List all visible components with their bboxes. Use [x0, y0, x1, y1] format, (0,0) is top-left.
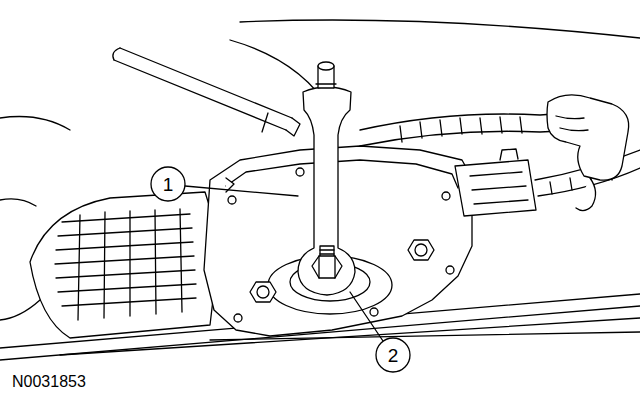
mounting-bolt [408, 240, 434, 260]
figure-number: N0031853 [12, 374, 86, 390]
callout-number: 2 [388, 346, 399, 365]
range-sensor-housing [228, 196, 236, 204]
range-sensor-housing [446, 266, 454, 274]
transmission-case [78, 209, 182, 320]
wiring-harness [400, 117, 522, 142]
transmission-case [55, 214, 196, 306]
background-lines [240, 20, 640, 38]
leader-line [185, 186, 383, 341]
nut [319, 256, 335, 278]
nut [312, 246, 342, 278]
wiring-harness [360, 130, 580, 146]
hand [576, 178, 596, 211]
alignment-tool [318, 62, 334, 70]
shift-cable [286, 118, 300, 136]
hand [547, 95, 629, 211]
shift-cable [262, 113, 268, 132]
callout-circle [376, 338, 410, 372]
range-sensor-housing [296, 168, 304, 176]
hand [547, 95, 629, 180]
background-lines [0, 117, 70, 131]
callout-circle [151, 167, 185, 201]
shift-cable [120, 48, 292, 118]
mounting-bolt [415, 244, 427, 256]
mounting-bolt [257, 286, 269, 298]
nut [320, 250, 334, 254]
electrical-connector [500, 149, 518, 160]
transmission-case [0, 192, 220, 338]
shift-cable [113, 48, 120, 60]
callout-circle [151, 167, 410, 372]
shift-cable [114, 60, 286, 130]
electrical-connector [455, 149, 536, 216]
alignment-tool [316, 83, 336, 84]
range-sensor-housing [234, 314, 242, 322]
alignment-tool [298, 62, 355, 295]
leader-line [185, 186, 298, 196]
transmission-case [0, 199, 40, 320]
shift-cable [113, 48, 300, 136]
electrical-connector [470, 172, 528, 204]
range-sensor-housing [442, 192, 450, 200]
range-sensor-housing [226, 160, 458, 188]
alignment-tool [298, 87, 355, 295]
mounting-bolt [250, 282, 276, 302]
hand [556, 116, 588, 131]
nut [312, 256, 342, 278]
leader-line [350, 292, 383, 341]
transmission-case [30, 192, 220, 338]
callout-number: 1 [163, 175, 174, 194]
range-sensor-housing [370, 308, 378, 316]
electrical-connector [455, 160, 536, 216]
